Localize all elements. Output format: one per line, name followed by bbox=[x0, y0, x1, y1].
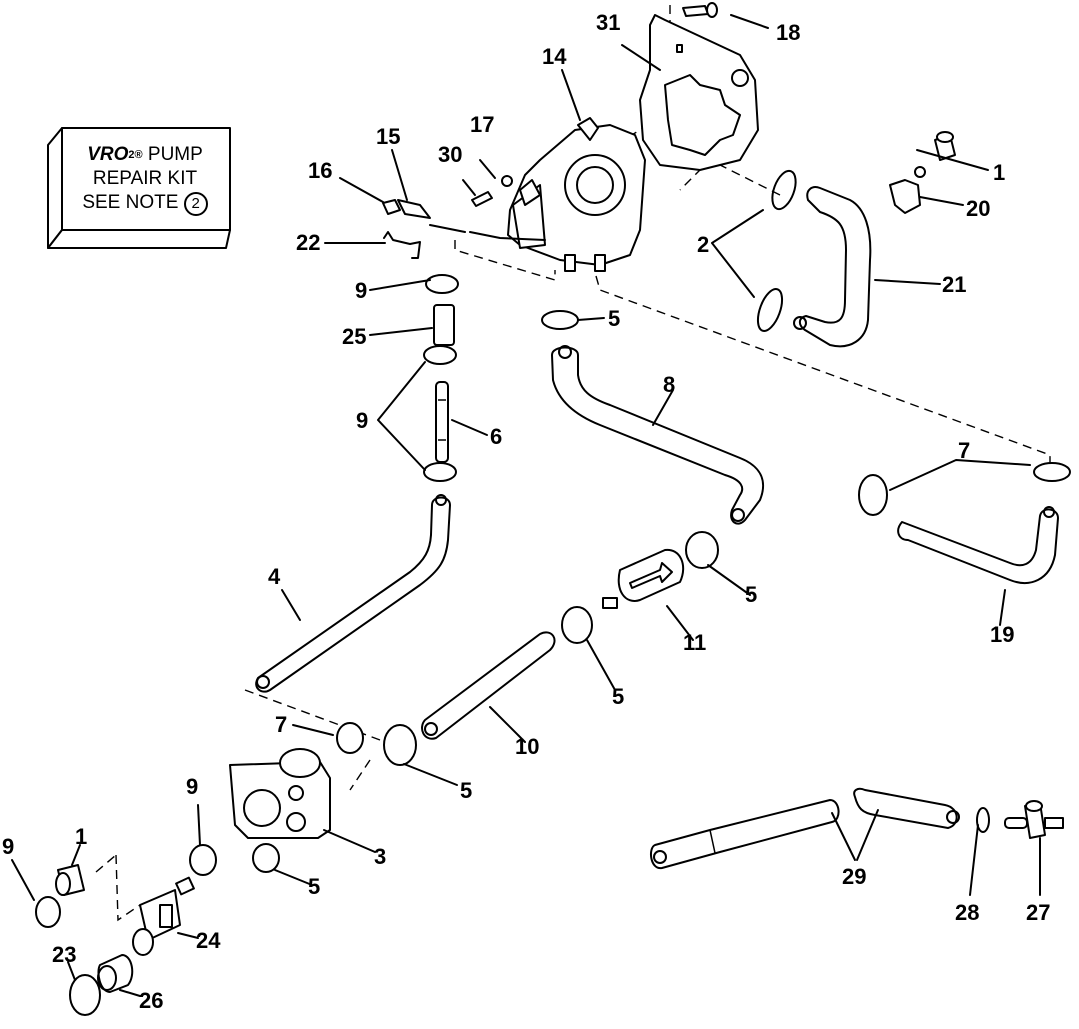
callout-10: 10 bbox=[515, 734, 540, 759]
callout-7-right: 7 bbox=[958, 438, 971, 463]
hose-4 bbox=[255, 494, 451, 693]
fuel-pump-body bbox=[507, 117, 646, 272]
cap-1-top bbox=[934, 131, 956, 161]
callout-11: 11 bbox=[683, 630, 707, 655]
callout-18: 18 bbox=[776, 20, 801, 45]
clamps-9-mid bbox=[423, 345, 457, 482]
cap-26 bbox=[97, 954, 134, 993]
kit-see-note: SEE NOTE bbox=[82, 192, 179, 213]
clamp-5-right bbox=[685, 531, 719, 569]
callout-21: 21 bbox=[942, 272, 967, 297]
callout-24: 24 bbox=[196, 928, 221, 953]
hose-21 bbox=[793, 186, 872, 348]
clamp-9-left-a bbox=[189, 844, 217, 876]
pump-bracket bbox=[639, 14, 759, 171]
kit-registered-mark: ® bbox=[134, 149, 143, 161]
callout-5-mid: 5 bbox=[612, 684, 625, 709]
callout-31: 31 bbox=[596, 10, 621, 35]
hose-8 bbox=[551, 345, 765, 525]
callout-1-bottom: 1 bbox=[75, 824, 88, 849]
callout-22: 22 bbox=[296, 230, 321, 255]
clamp-5-lower bbox=[252, 843, 280, 873]
callout-19: 19 bbox=[990, 622, 1015, 647]
connector-24 bbox=[132, 876, 195, 956]
kit-line-1: VRO2® PUMP bbox=[60, 143, 230, 167]
clamp-5-mid bbox=[561, 606, 593, 644]
callout-1-top: 1 bbox=[993, 160, 1006, 185]
clamp-9-left-b bbox=[35, 896, 61, 928]
sensor-15-16 bbox=[382, 199, 546, 241]
screw-30-nut-17 bbox=[471, 175, 513, 207]
callout-6: 6 bbox=[490, 424, 503, 449]
clamp-5-top bbox=[541, 310, 579, 330]
callout-23: 23 bbox=[52, 942, 77, 967]
callout-5-lower: 5 bbox=[308, 874, 321, 899]
callout-5-right: 5 bbox=[745, 582, 758, 607]
cap-1-bottom bbox=[55, 864, 85, 896]
callout-28: 28 bbox=[955, 900, 980, 925]
callout-3: 3 bbox=[374, 844, 387, 869]
callout-30: 30 bbox=[438, 142, 463, 167]
kit-brand: VRO bbox=[87, 144, 129, 165]
clamps-2 bbox=[756, 169, 797, 332]
kit-line-2: REPAIR KIT bbox=[92, 168, 198, 189]
kit-line-3: SEE NOTE 2 bbox=[60, 191, 230, 216]
callout-9-top: 9 bbox=[355, 278, 368, 303]
hose-10 bbox=[421, 631, 556, 740]
hoses-29 bbox=[649, 787, 960, 870]
clamp-23 bbox=[69, 974, 101, 1016]
callout-9-mid: 9 bbox=[356, 408, 369, 433]
clamp-5-bottom bbox=[383, 724, 417, 766]
repair-kit-label: VRO2® PUMP REPAIR KIT SEE NOTE 2 bbox=[60, 143, 230, 216]
filter-housing-3 bbox=[229, 748, 331, 839]
callout-2: 2 bbox=[697, 232, 710, 257]
kit-superscript: 2 bbox=[128, 149, 135, 161]
callout-17: 17 bbox=[470, 112, 495, 137]
hose-19 bbox=[897, 506, 1059, 584]
callout-5-top: 5 bbox=[608, 306, 621, 331]
hose-25 bbox=[433, 304, 455, 346]
callout-7-bottom: 7 bbox=[275, 712, 288, 737]
callout-26: 26 bbox=[139, 988, 164, 1013]
leader-lines bbox=[11, 14, 1041, 997]
wire-clip-22 bbox=[383, 231, 421, 259]
callout-9-left-a: 9 bbox=[186, 774, 199, 799]
callout-27: 27 bbox=[1026, 900, 1051, 925]
clamps-7-right bbox=[858, 462, 1071, 516]
callout-16: 16 bbox=[308, 158, 333, 183]
callout-5-bottom: 5 bbox=[460, 778, 473, 803]
fitting-6 bbox=[435, 381, 449, 463]
callout-4: 4 bbox=[268, 564, 281, 589]
screw-18 bbox=[682, 2, 718, 18]
clamp-28 bbox=[976, 807, 990, 833]
callout-8: 8 bbox=[663, 372, 676, 397]
callout-9-left-b: 9 bbox=[2, 834, 15, 859]
callout-15: 15 bbox=[376, 124, 401, 149]
fuel-valve-27 bbox=[1004, 800, 1064, 839]
callout-20: 20 bbox=[966, 196, 991, 221]
callout-14: 14 bbox=[542, 44, 567, 69]
clamp-9-top bbox=[425, 274, 459, 294]
kit-line-1-suffix: PUMP bbox=[147, 144, 203, 165]
callout-29: 29 bbox=[842, 864, 867, 889]
note-number-badge: 2 bbox=[183, 192, 208, 216]
callout-25: 25 bbox=[342, 324, 367, 349]
fuel-filter-11 bbox=[602, 548, 685, 609]
clip-20 bbox=[889, 166, 926, 214]
clamp-7-bottom bbox=[336, 722, 364, 754]
